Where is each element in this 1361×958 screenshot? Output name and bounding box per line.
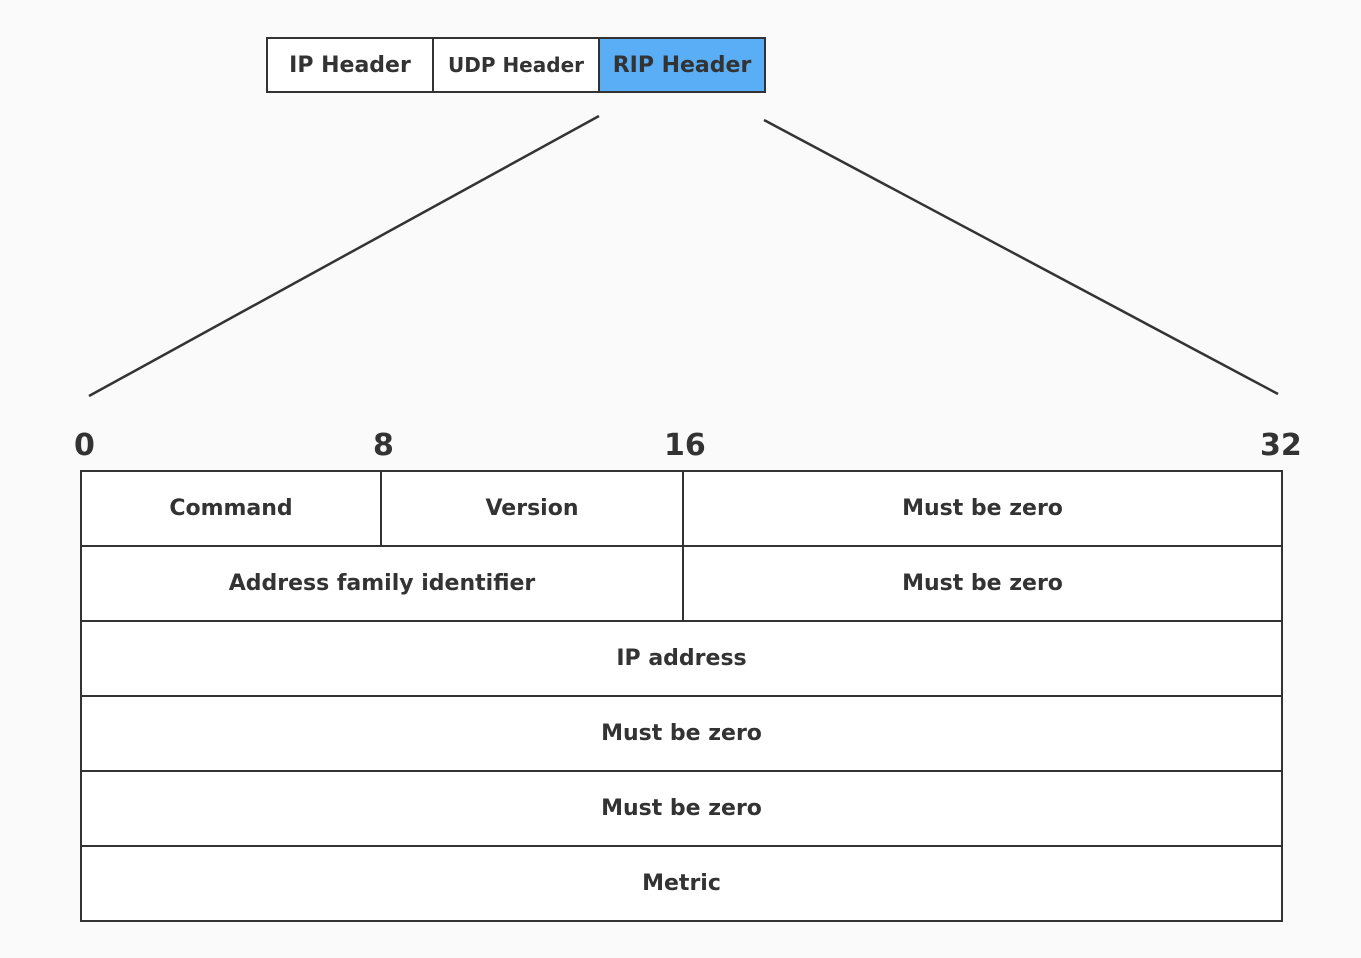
connector-line-right <box>763 118 1279 396</box>
connector-line-left <box>88 114 600 398</box>
field-command: Command <box>80 470 382 547</box>
field-must-be-zero-3: Must be zero <box>80 695 1283 772</box>
udp-header-block: UDP Header <box>432 37 600 93</box>
field-address-family-identifier: Address family identifier <box>80 545 684 622</box>
field-must-be-zero-4: Must be zero <box>80 770 1283 847</box>
bit-marker-8: 8 <box>373 428 394 463</box>
ip-header-block: IP Header <box>266 37 434 93</box>
bit-marker-32: 32 <box>1260 428 1302 463</box>
field-must-be-zero-1: Must be zero <box>682 470 1283 547</box>
field-must-be-zero-2: Must be zero <box>682 545 1283 622</box>
bit-marker-16: 16 <box>664 428 706 463</box>
bit-marker-0: 0 <box>74 428 95 463</box>
field-version: Version <box>380 470 684 547</box>
field-ip-address: IP address <box>80 620 1283 697</box>
field-metric: Metric <box>80 845 1283 922</box>
rip-header-block: RIP Header <box>598 37 766 93</box>
